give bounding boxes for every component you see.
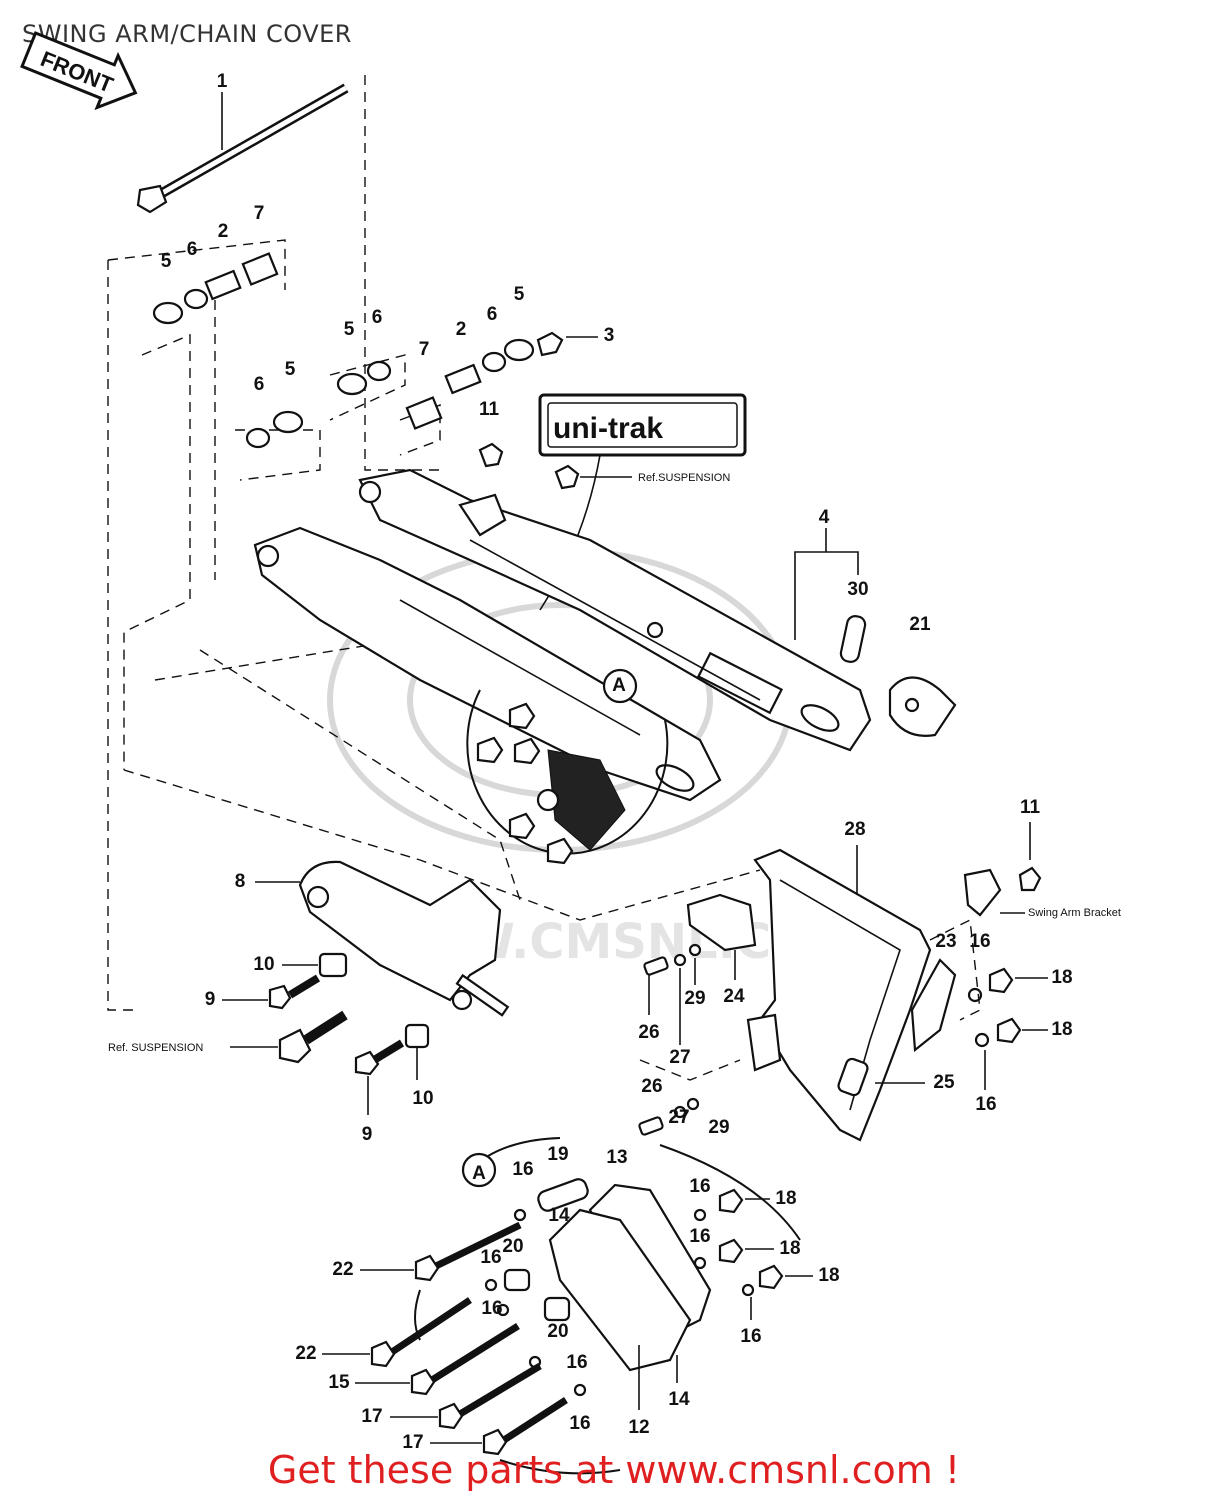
part-label-14: 14 xyxy=(668,1389,690,1410)
collar-set-left xyxy=(152,252,279,325)
part-label-26: 26 xyxy=(638,1022,659,1043)
part-label-18: 18 xyxy=(1051,1019,1072,1040)
detail-circle-a-lower xyxy=(322,1137,813,1475)
part-label-16: 16 xyxy=(975,1094,996,1115)
part-label-9: 9 xyxy=(362,1124,373,1145)
part-label-10: 10 xyxy=(412,1088,433,1109)
part-label-5: 5 xyxy=(161,251,172,272)
part-label-29: 29 xyxy=(684,988,705,1009)
part-label-20: 20 xyxy=(502,1236,523,1257)
screws-26-27-29 xyxy=(638,943,741,1136)
part-label-5: 5 xyxy=(344,319,355,340)
nut-11 xyxy=(478,442,632,490)
part-label-21: 21 xyxy=(909,614,931,635)
part-label-27: 27 xyxy=(668,1107,689,1128)
front-arrow-icon: FRONT xyxy=(20,31,138,111)
part-label-18: 18 xyxy=(775,1188,796,1209)
part-label-7: 7 xyxy=(419,339,430,360)
part-label-22: 22 xyxy=(295,1343,316,1364)
part-label-22: 22 xyxy=(332,1259,353,1280)
part-label-14: 14 xyxy=(548,1205,570,1226)
part-label-18: 18 xyxy=(779,1238,800,1259)
part-label-6: 6 xyxy=(187,239,198,260)
page-title: SWING ARM/CHAIN COVER xyxy=(22,20,352,48)
part-label-16: 16 xyxy=(512,1159,533,1180)
annotation-swing-arm-bracket: Swing Arm Bracket xyxy=(1028,907,1121,919)
part-label-11: 11 xyxy=(1020,797,1041,818)
part-label-16: 16 xyxy=(689,1176,710,1197)
collar-set-middle xyxy=(336,331,598,430)
part-label-16: 16 xyxy=(969,931,990,952)
part-label-2: 2 xyxy=(218,221,229,242)
pivot-bolt xyxy=(136,83,349,214)
part-label-28: 28 xyxy=(844,819,865,840)
uni-trak-logo: uni-trak xyxy=(538,393,747,611)
part-label-11: 11 xyxy=(479,399,500,420)
annotation-ref-suspension-left: Ref. SUSPENSION xyxy=(108,1042,203,1054)
part-label-5: 5 xyxy=(514,284,525,305)
logo-text: uni-trak xyxy=(553,412,663,445)
part-label-7: 7 xyxy=(254,203,265,224)
part-label-18: 18 xyxy=(818,1265,839,1286)
swing-arm xyxy=(253,468,872,802)
chain-cover xyxy=(686,845,932,1142)
callout-4 xyxy=(794,528,957,737)
part-label-16: 16 xyxy=(569,1413,590,1434)
part-label-29: 29 xyxy=(708,1117,729,1138)
part-label-26: 26 xyxy=(641,1076,662,1097)
part-label-3: 3 xyxy=(604,325,615,346)
part-label-A: A xyxy=(612,675,626,696)
part-label-5: 5 xyxy=(285,359,296,380)
chain-guard xyxy=(255,860,510,1017)
part-label-30: 30 xyxy=(847,579,868,600)
part-label-6: 6 xyxy=(372,307,383,328)
swing-arm-bracket: Swing Arm Bracket xyxy=(910,822,1121,1090)
part-label-6: 6 xyxy=(254,374,265,395)
bolts-9-10 xyxy=(222,952,430,1115)
part-label-12: 12 xyxy=(628,1417,649,1438)
part-label-23: 23 xyxy=(935,931,956,952)
part-label-9: 9 xyxy=(205,989,216,1010)
part-label-27: 27 xyxy=(669,1047,690,1068)
part-label-2: 2 xyxy=(456,319,467,340)
part-label-16: 16 xyxy=(566,1352,587,1373)
detail-circle-a-upper xyxy=(466,668,669,865)
footer-link-text[interactable]: Get these parts at www.cmsnl.com ! xyxy=(267,1448,961,1492)
part-label-4: 4 xyxy=(819,507,830,528)
part-label-6: 6 xyxy=(487,304,498,325)
part-label-20: 20 xyxy=(547,1321,568,1342)
part-label-10: 10 xyxy=(253,954,274,975)
collar-set-lower xyxy=(245,410,304,449)
part-label-16: 16 xyxy=(480,1247,501,1268)
part-label-25: 25 xyxy=(933,1072,955,1093)
part-label-A: A xyxy=(472,1163,486,1184)
part-label-19: 19 xyxy=(547,1144,568,1165)
part-label-8: 8 xyxy=(235,871,246,892)
part-label-17: 17 xyxy=(402,1432,423,1453)
part-label-16: 16 xyxy=(689,1226,710,1247)
part-label-18: 18 xyxy=(1051,967,1072,988)
part-label-13: 13 xyxy=(606,1147,627,1168)
annotation-ref-suspension-top: Ref.SUSPENSION xyxy=(638,472,730,484)
part-label-15: 15 xyxy=(328,1372,350,1393)
part-label-24: 24 xyxy=(723,986,745,1007)
part-label-16: 16 xyxy=(740,1326,761,1347)
part-label-17: 17 xyxy=(361,1406,382,1427)
part-label-1: 1 xyxy=(217,71,228,92)
part-label-16: 16 xyxy=(481,1298,502,1319)
